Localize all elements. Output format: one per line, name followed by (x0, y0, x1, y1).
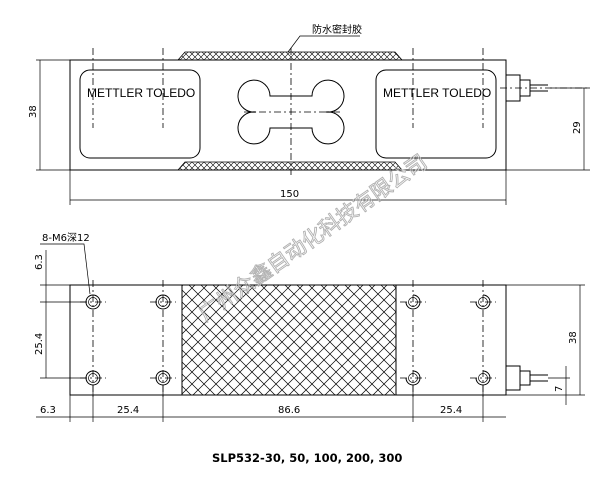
dim-top-right: 29 (572, 121, 583, 134)
label-window-left (79, 69, 201, 159)
cable-gland-nut (519, 370, 531, 386)
label-window-right (375, 69, 497, 159)
seal-band-bottom (177, 161, 403, 171)
dim-bottom-span-left: 25.4 (117, 405, 139, 416)
brand-label-left: METTLER TOLEDO (87, 86, 195, 100)
flexure-cutout (237, 79, 345, 145)
hole-callout-leader (40, 243, 91, 295)
dim-bottom-middle: 86.6 (278, 405, 300, 416)
brand-label-right: METTLER TOLEDO (383, 86, 491, 100)
dim-bottom-cable: 7 (554, 386, 565, 392)
seal-leader-line (287, 35, 360, 53)
top-view: 防水密封胶 METTLER TOLEDO METTLER TOLEDO 38 2… (28, 23, 590, 205)
seal-label: 防水密封胶 (312, 23, 362, 36)
dim-bottom-vertical: 25.4 (34, 333, 45, 355)
dim-bottom-top-offset: 6.3 (34, 254, 45, 270)
dim-bottom-span-right: 25.4 (440, 405, 462, 416)
cable-gland (505, 365, 521, 391)
dim-top-length: 150 (280, 189, 299, 200)
model-caption: SLP532-30, 50, 100, 200, 300 (212, 451, 402, 465)
top-body-outline (69, 59, 507, 171)
dim-bottom-left-offset: 6.3 (40, 405, 56, 416)
hole-callout: 8-M6深12 (42, 232, 90, 244)
seal-band-top (177, 51, 403, 61)
bottom-hatched-area (181, 284, 397, 396)
dim-bottom-height: 38 (568, 331, 579, 344)
bottom-view: 8-M6深12 6.3 25.4 38 7 6.3 25.4 86.6 25.4 (34, 232, 585, 422)
dim-top-height: 38 (28, 105, 39, 118)
